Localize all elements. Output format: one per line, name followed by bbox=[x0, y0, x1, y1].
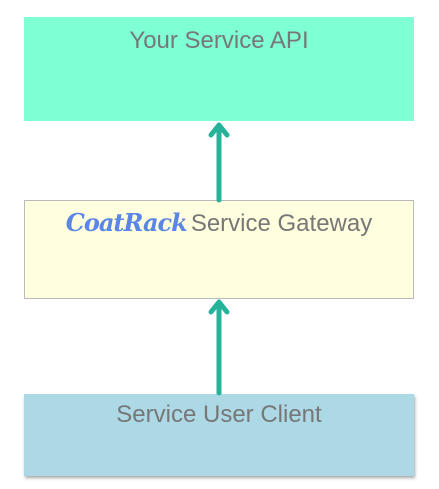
arrow-client-to-gateway bbox=[208, 299, 230, 396]
service-api-label: Your Service API bbox=[129, 27, 309, 54]
arrow-gateway-to-api bbox=[208, 122, 230, 203]
arrow-gateway-to-api-head bbox=[208, 122, 230, 138]
service-user-client-box: Service User Client bbox=[24, 394, 414, 476]
service-api-box: Your Service API bbox=[24, 17, 414, 121]
service-user-client-label: Service User Client bbox=[116, 401, 322, 428]
service-gateway-label: Service Gateway bbox=[190, 210, 373, 237]
arrow-client-to-gateway-head bbox=[208, 299, 230, 315]
coatrack-logo: CoatRack bbox=[65, 208, 188, 237]
